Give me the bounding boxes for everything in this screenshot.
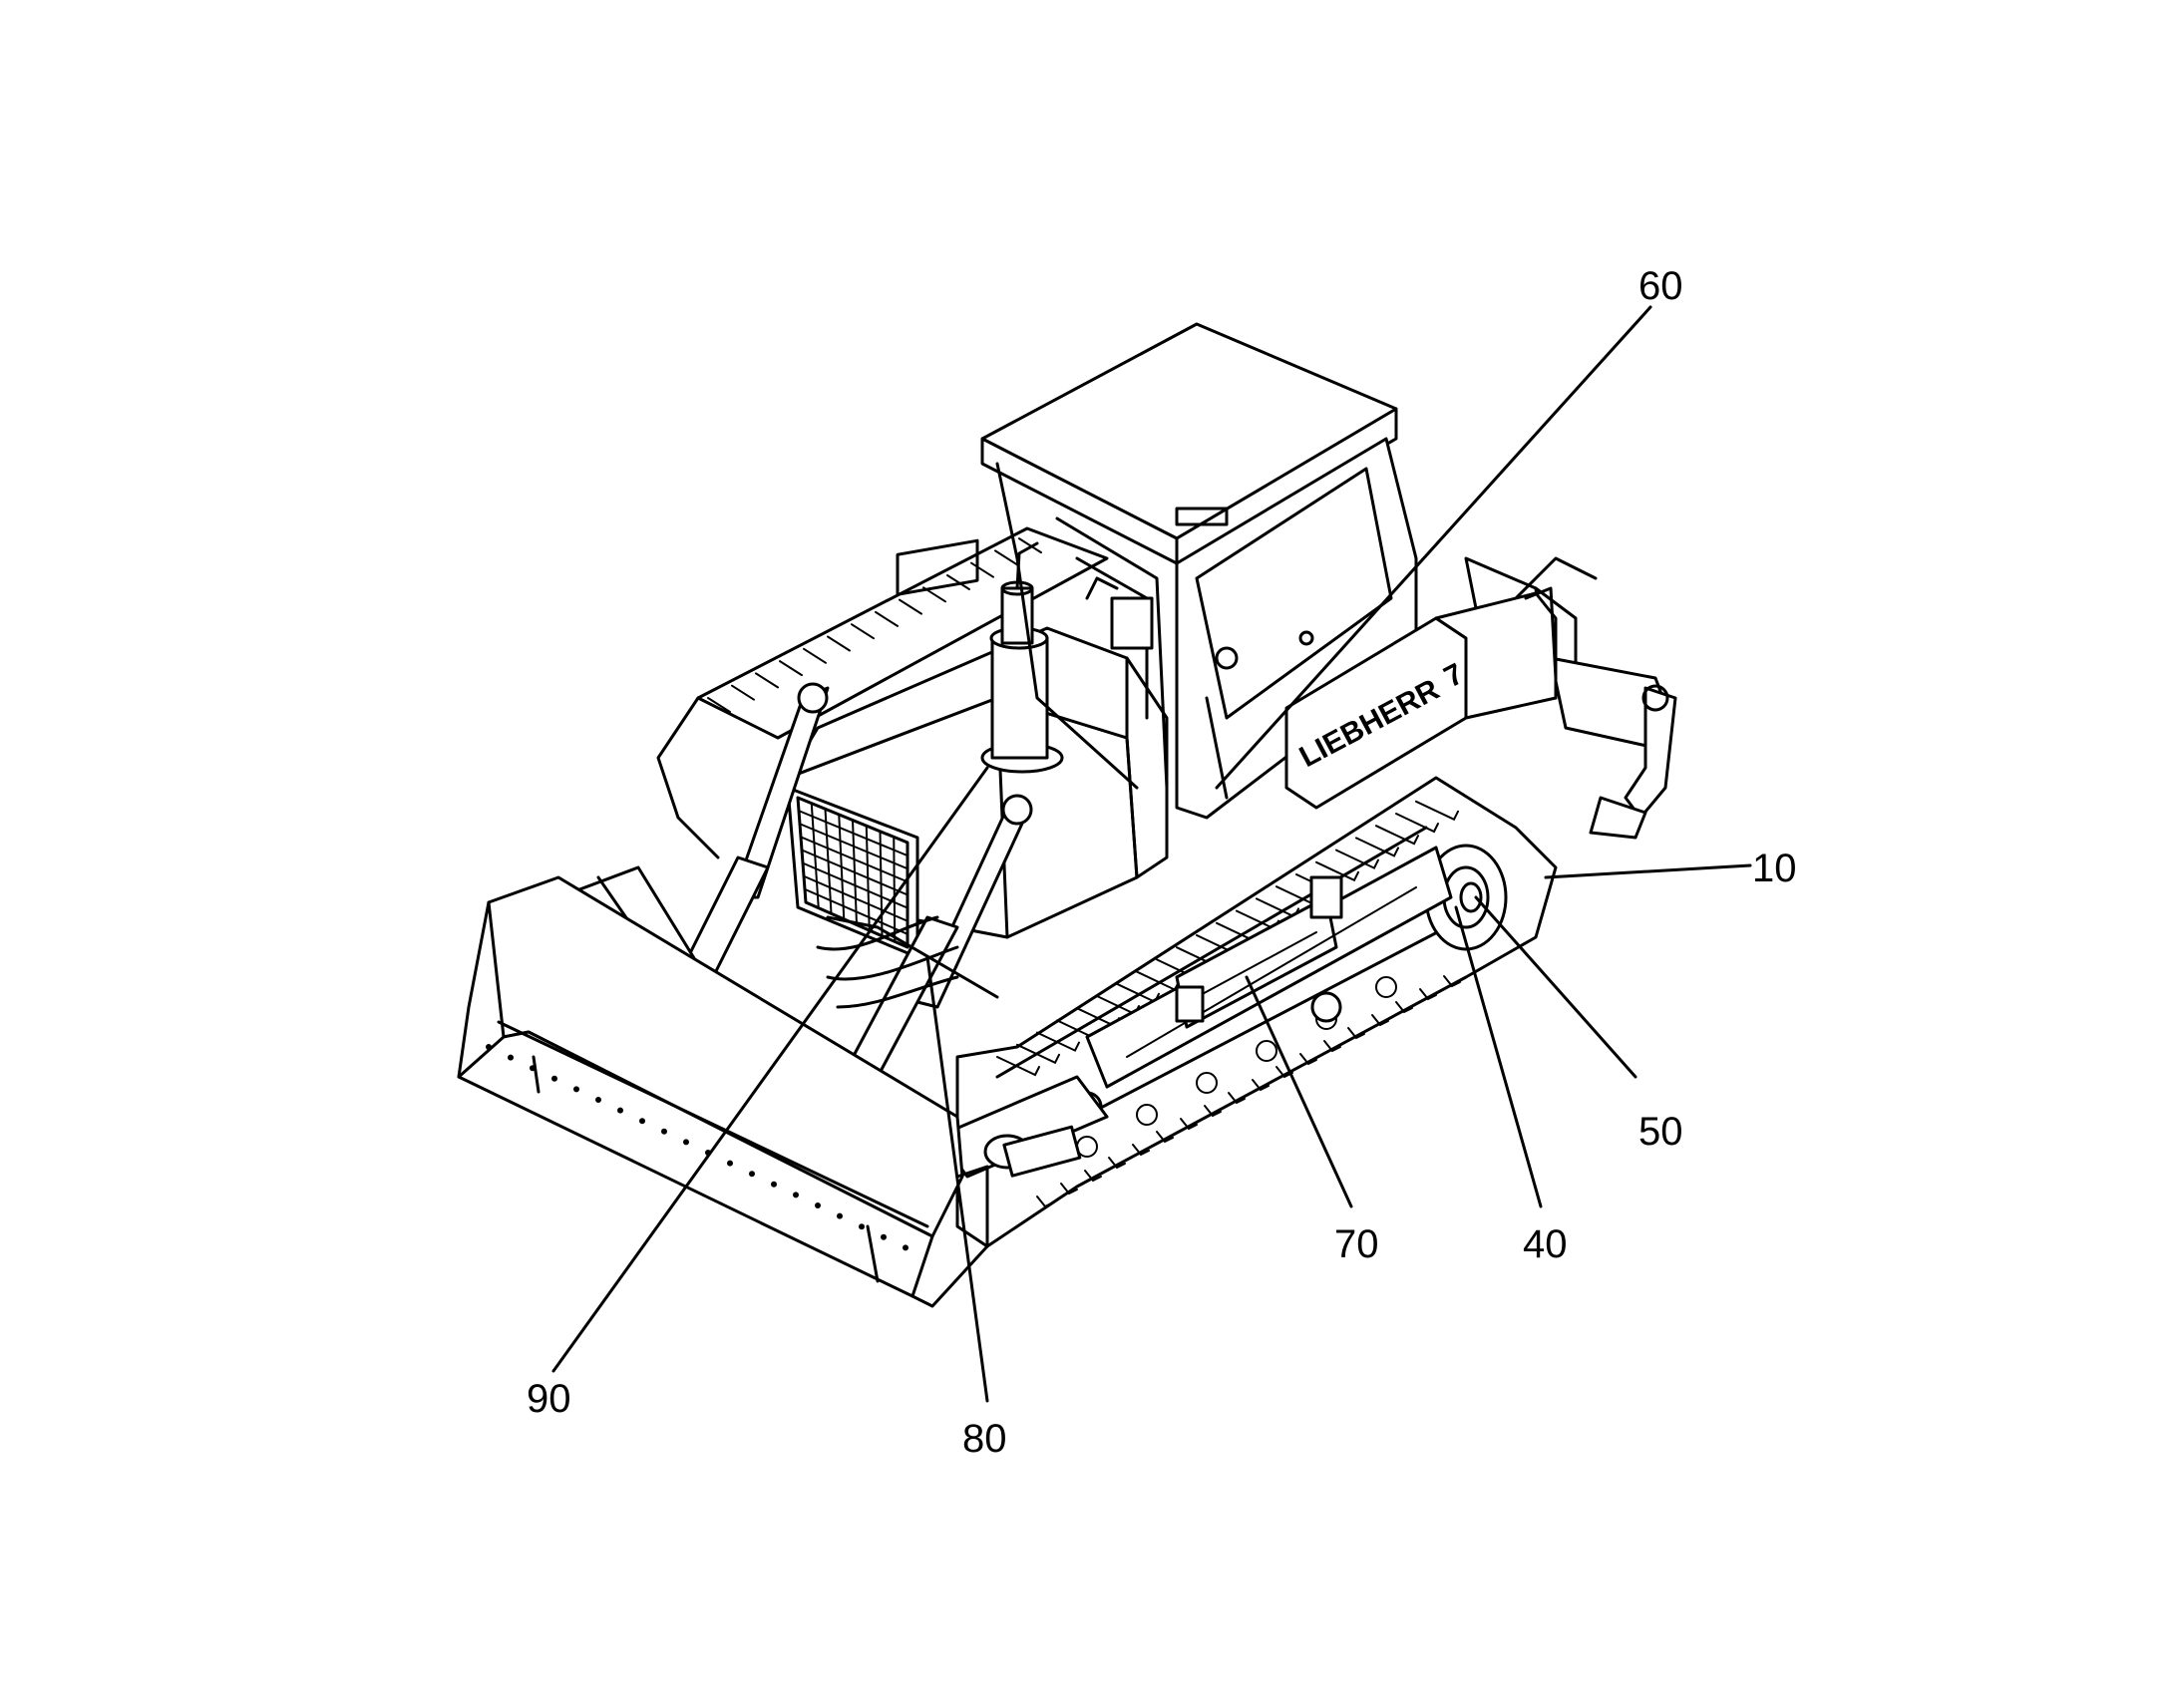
drive-sprocket	[1424, 844, 1508, 951]
callout-90: 90	[527, 1377, 571, 1421]
track-frame	[1071, 846, 1453, 1123]
leader-70	[1245, 975, 1353, 1208]
leader-90	[551, 766, 989, 1373]
callout-50: 50	[1638, 1110, 1683, 1154]
callout-40: 40	[1523, 1222, 1568, 1266]
leader-10	[1544, 863, 1752, 879]
dozer-blade	[457, 875, 989, 1308]
leader-40	[1454, 905, 1543, 1208]
callouts: 60 10 50 40 70 80 90	[527, 264, 1797, 1461]
exhaust-stack	[980, 541, 1064, 774]
callout-10: 10	[1752, 847, 1797, 890]
callout-70: 70	[1334, 1222, 1379, 1266]
callout-80: 80	[962, 1417, 1007, 1461]
leader-lines	[551, 305, 1752, 1403]
leader-60	[1215, 305, 1652, 790]
far-track	[656, 526, 1109, 859]
callout-60: 60	[1638, 264, 1683, 308]
leader-50	[1474, 895, 1637, 1079]
leader-80	[925, 955, 989, 1403]
ripper	[1444, 556, 1677, 840]
side-panel	[1284, 586, 1558, 810]
